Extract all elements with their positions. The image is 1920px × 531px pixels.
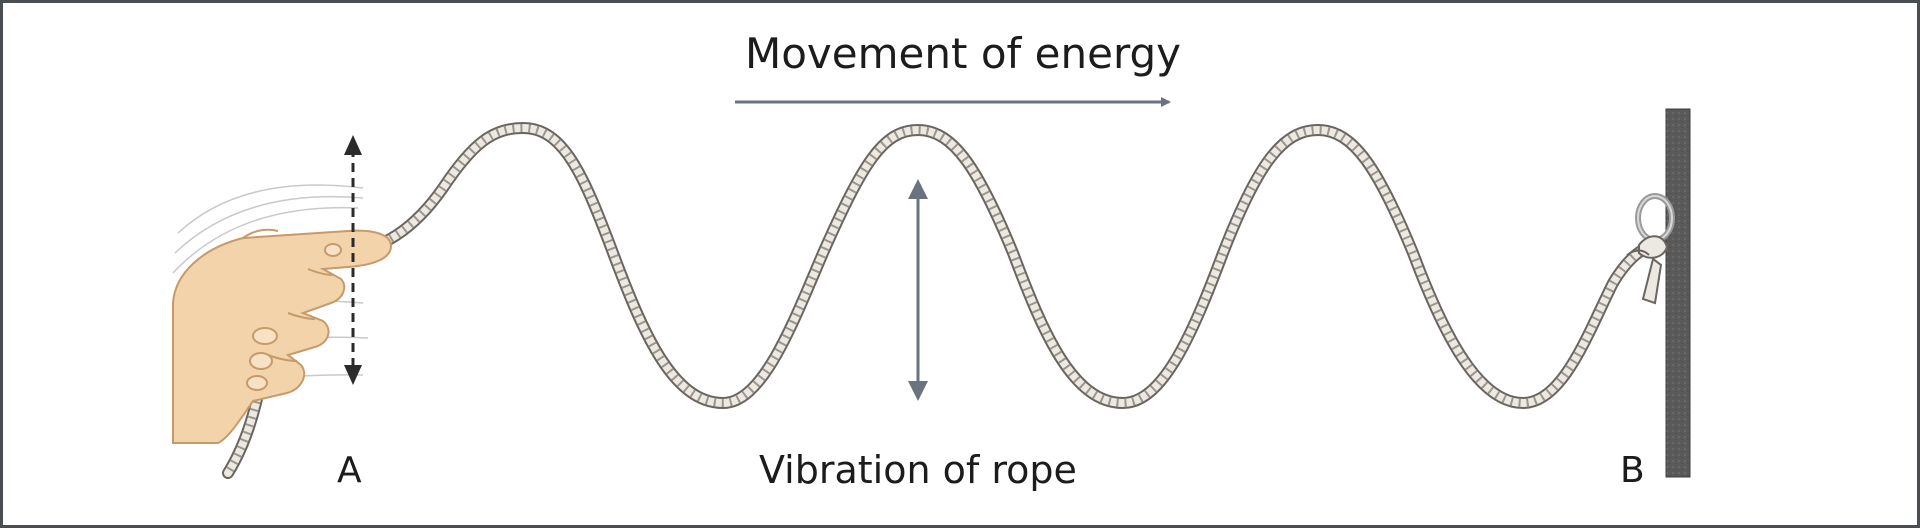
rope	[332, 121, 1667, 410]
point-b-label: B	[1620, 450, 1645, 491]
hand-vibration-arrow	[344, 135, 362, 385]
hand-icon	[172, 228, 393, 444]
wave-diagram	[172, 97, 1691, 479]
energy-movement-label: Movement of energy	[745, 29, 1181, 78]
rope-knot	[1626, 235, 1669, 305]
wall-icon	[1665, 108, 1691, 478]
vibration-arrow	[908, 179, 928, 401]
point-a-label: A	[337, 450, 362, 491]
rope-vibration-label: Vibration of rope	[759, 448, 1077, 492]
